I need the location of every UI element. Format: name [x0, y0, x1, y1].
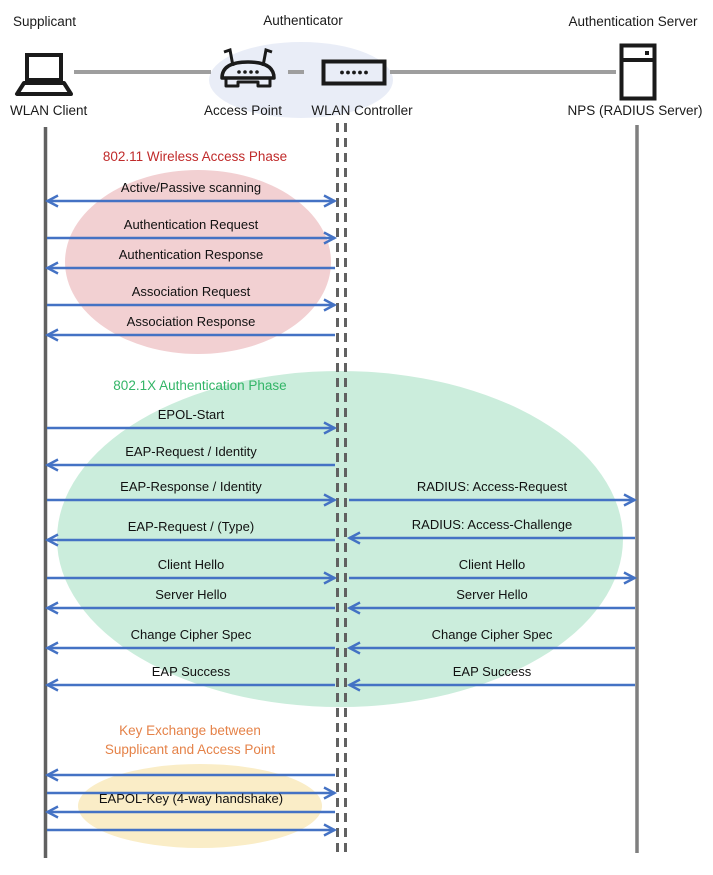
role-authenticator: Authenticator [263, 13, 343, 28]
phase2-ellipse [57, 371, 623, 707]
message-arrow [44, 678, 335, 692]
message-arrow [346, 601, 635, 615]
message-arrow [44, 328, 335, 342]
message-label: EAP-Response / Identity [120, 479, 262, 494]
phase3-title-line1: Key Exchange between [119, 723, 261, 738]
authenticator-lifeline [336, 123, 347, 856]
message-label: Association Response [126, 314, 256, 329]
message-arrow [346, 531, 635, 545]
message-label: Authentication Response [118, 247, 264, 262]
message-label: Change Cipher Spec [130, 627, 252, 642]
role-authentication-server: Authentication Server [568, 14, 698, 29]
laptop-icon [14, 52, 74, 104]
message-label: Authentication Request [123, 217, 259, 232]
device-nps-radius-server: NPS (RADIUS Server) [567, 103, 703, 118]
message-arrow [47, 786, 338, 800]
message-arrow [44, 194, 338, 208]
message-arrow [47, 493, 338, 507]
phase3-ellipse [78, 764, 322, 848]
message-arrow [47, 421, 338, 435]
wlan-controller-icon [321, 59, 387, 91]
message-label: EAP-Request / Identity [125, 444, 257, 459]
message-label: Server Hello [155, 587, 227, 602]
device-access-point: Access Point [203, 103, 283, 118]
message-label: Active/Passive scanning [120, 180, 262, 195]
message-label: RADIUS: Access-Challenge [411, 517, 573, 532]
role-supplicant: Supplicant [13, 14, 77, 29]
message-label: EAP Success [151, 664, 231, 679]
message-arrow [44, 641, 335, 655]
message-arrow [47, 231, 338, 245]
message-arrow [44, 805, 335, 819]
message-arrow [44, 601, 335, 615]
phase3-title-line2: Supplicant and Access Point [104, 742, 276, 757]
device-wlan-controller: WLAN Controller [311, 103, 413, 118]
phase1-title: 802.11 Wireless Access Phase [102, 149, 288, 164]
message-arrow [44, 533, 335, 547]
message-label: EAPOL-Key (4-way handshake) [98, 791, 284, 806]
message-arrow [44, 458, 335, 472]
message-label: Change Cipher Spec [431, 627, 553, 642]
message-arrow [44, 768, 335, 782]
device-wlan-client: WLAN Client [10, 103, 88, 118]
phase1-ellipse [65, 170, 331, 354]
message-label: EAP Success [452, 664, 532, 679]
phase3-title: Key Exchange between Supplicant and Acce… [55, 721, 325, 759]
message-arrow [349, 493, 638, 507]
server-icon [619, 43, 657, 106]
message-label: EPOL-Start [157, 407, 225, 422]
message-arrow [47, 571, 338, 585]
message-label: Server Hello [456, 587, 528, 602]
message-arrow [47, 298, 338, 312]
message-arrow [47, 823, 338, 837]
message-label: RADIUS: Access-Request [416, 479, 568, 494]
access-point-icon [216, 46, 280, 95]
message-label: Association Request [131, 284, 251, 299]
message-label: EAP-Request / (Type) [127, 519, 255, 534]
message-arrow [349, 571, 638, 585]
message-label: Client Hello [157, 557, 225, 572]
phase2-title: 802.1X Authentication Phase [113, 378, 287, 393]
message-label: Client Hello [458, 557, 526, 572]
message-arrow [44, 261, 335, 275]
message-arrow [346, 641, 635, 655]
message-arrow [346, 678, 635, 692]
